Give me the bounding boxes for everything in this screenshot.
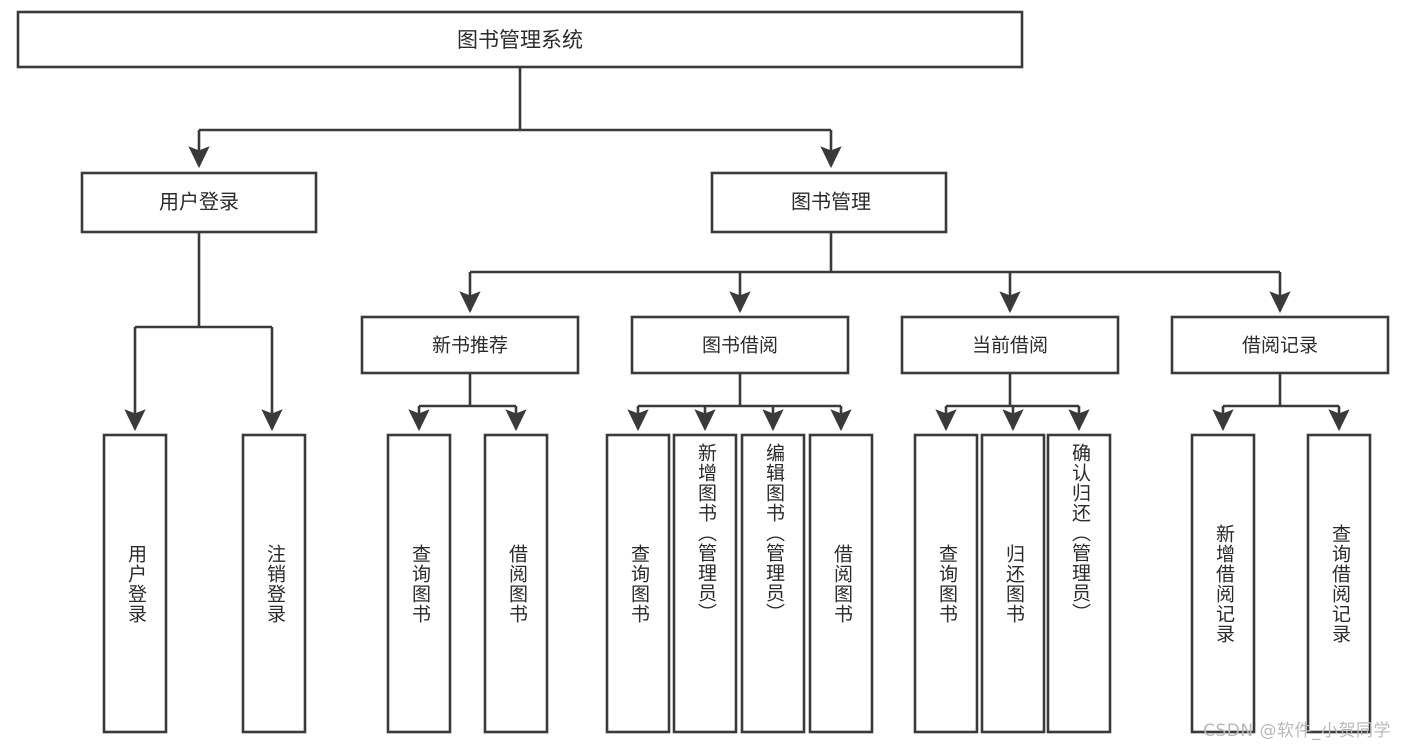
leaf-box-edit-book[interactable]: [740, 433, 806, 734]
leaf-box-borrow-book-b[interactable]: [808, 433, 874, 734]
node-borrow-record[interactable]: 借阅记录: [1170, 315, 1390, 375]
leaf-box-logout[interactable]: [241, 433, 307, 734]
node-book-management[interactable]: 图书管理: [710, 171, 948, 234]
leaf-box-add-book[interactable]: [672, 433, 738, 734]
connector-current-to-leaves: [935, 373, 1090, 432]
leaf-boxes: [102, 433, 1372, 734]
connector-root-to-level1: [188, 67, 842, 169]
connector-borrow-to-leaves: [627, 373, 852, 432]
leaf-box-query-book-a[interactable]: [386, 433, 452, 734]
leaf-box-query-book-b[interactable]: [605, 433, 671, 734]
node-book-management-label: 图书管理: [791, 190, 871, 214]
node-current-borrow[interactable]: 当前借阅: [900, 315, 1120, 375]
leaf-box-query-record[interactable]: [1306, 433, 1372, 734]
leaf-box-query-book-c[interactable]: [913, 433, 979, 734]
leaf-box-confirm-return[interactable]: [1046, 433, 1112, 734]
leaf-box-add-record[interactable]: [1190, 433, 1256, 734]
watermark: CSDN @软件_小贺同学: [1203, 721, 1391, 741]
node-user-login[interactable]: 用户登录: [80, 171, 318, 234]
node-user-login-label: 用户登录: [159, 190, 239, 214]
node-borrow-record-label: 借阅记录: [1242, 335, 1318, 357]
node-current-borrow-label: 当前借阅: [972, 335, 1048, 357]
leaf-box-return-book[interactable]: [980, 433, 1046, 734]
node-new-book-recommend[interactable]: 新书推荐: [360, 315, 580, 375]
node-book-borrow-label: 图书借阅: [702, 335, 778, 357]
leaf-box-user-login[interactable]: [102, 433, 168, 734]
connector-userlogin-to-leaves: [124, 232, 283, 432]
node-book-borrow[interactable]: 图书借阅: [630, 315, 850, 375]
leaf-box-borrow-book-a[interactable]: [483, 433, 549, 734]
connector-record-to-leaves: [1212, 373, 1350, 432]
connector-bookmgmt-to-level2: [459, 232, 1291, 314]
node-root[interactable]: 图书管理系统: [16, 10, 1024, 69]
node-root-label: 图书管理系统: [457, 28, 583, 52]
node-new-book-recommend-label: 新书推荐: [432, 335, 508, 357]
connector-newbook-to-leaves: [408, 373, 527, 432]
